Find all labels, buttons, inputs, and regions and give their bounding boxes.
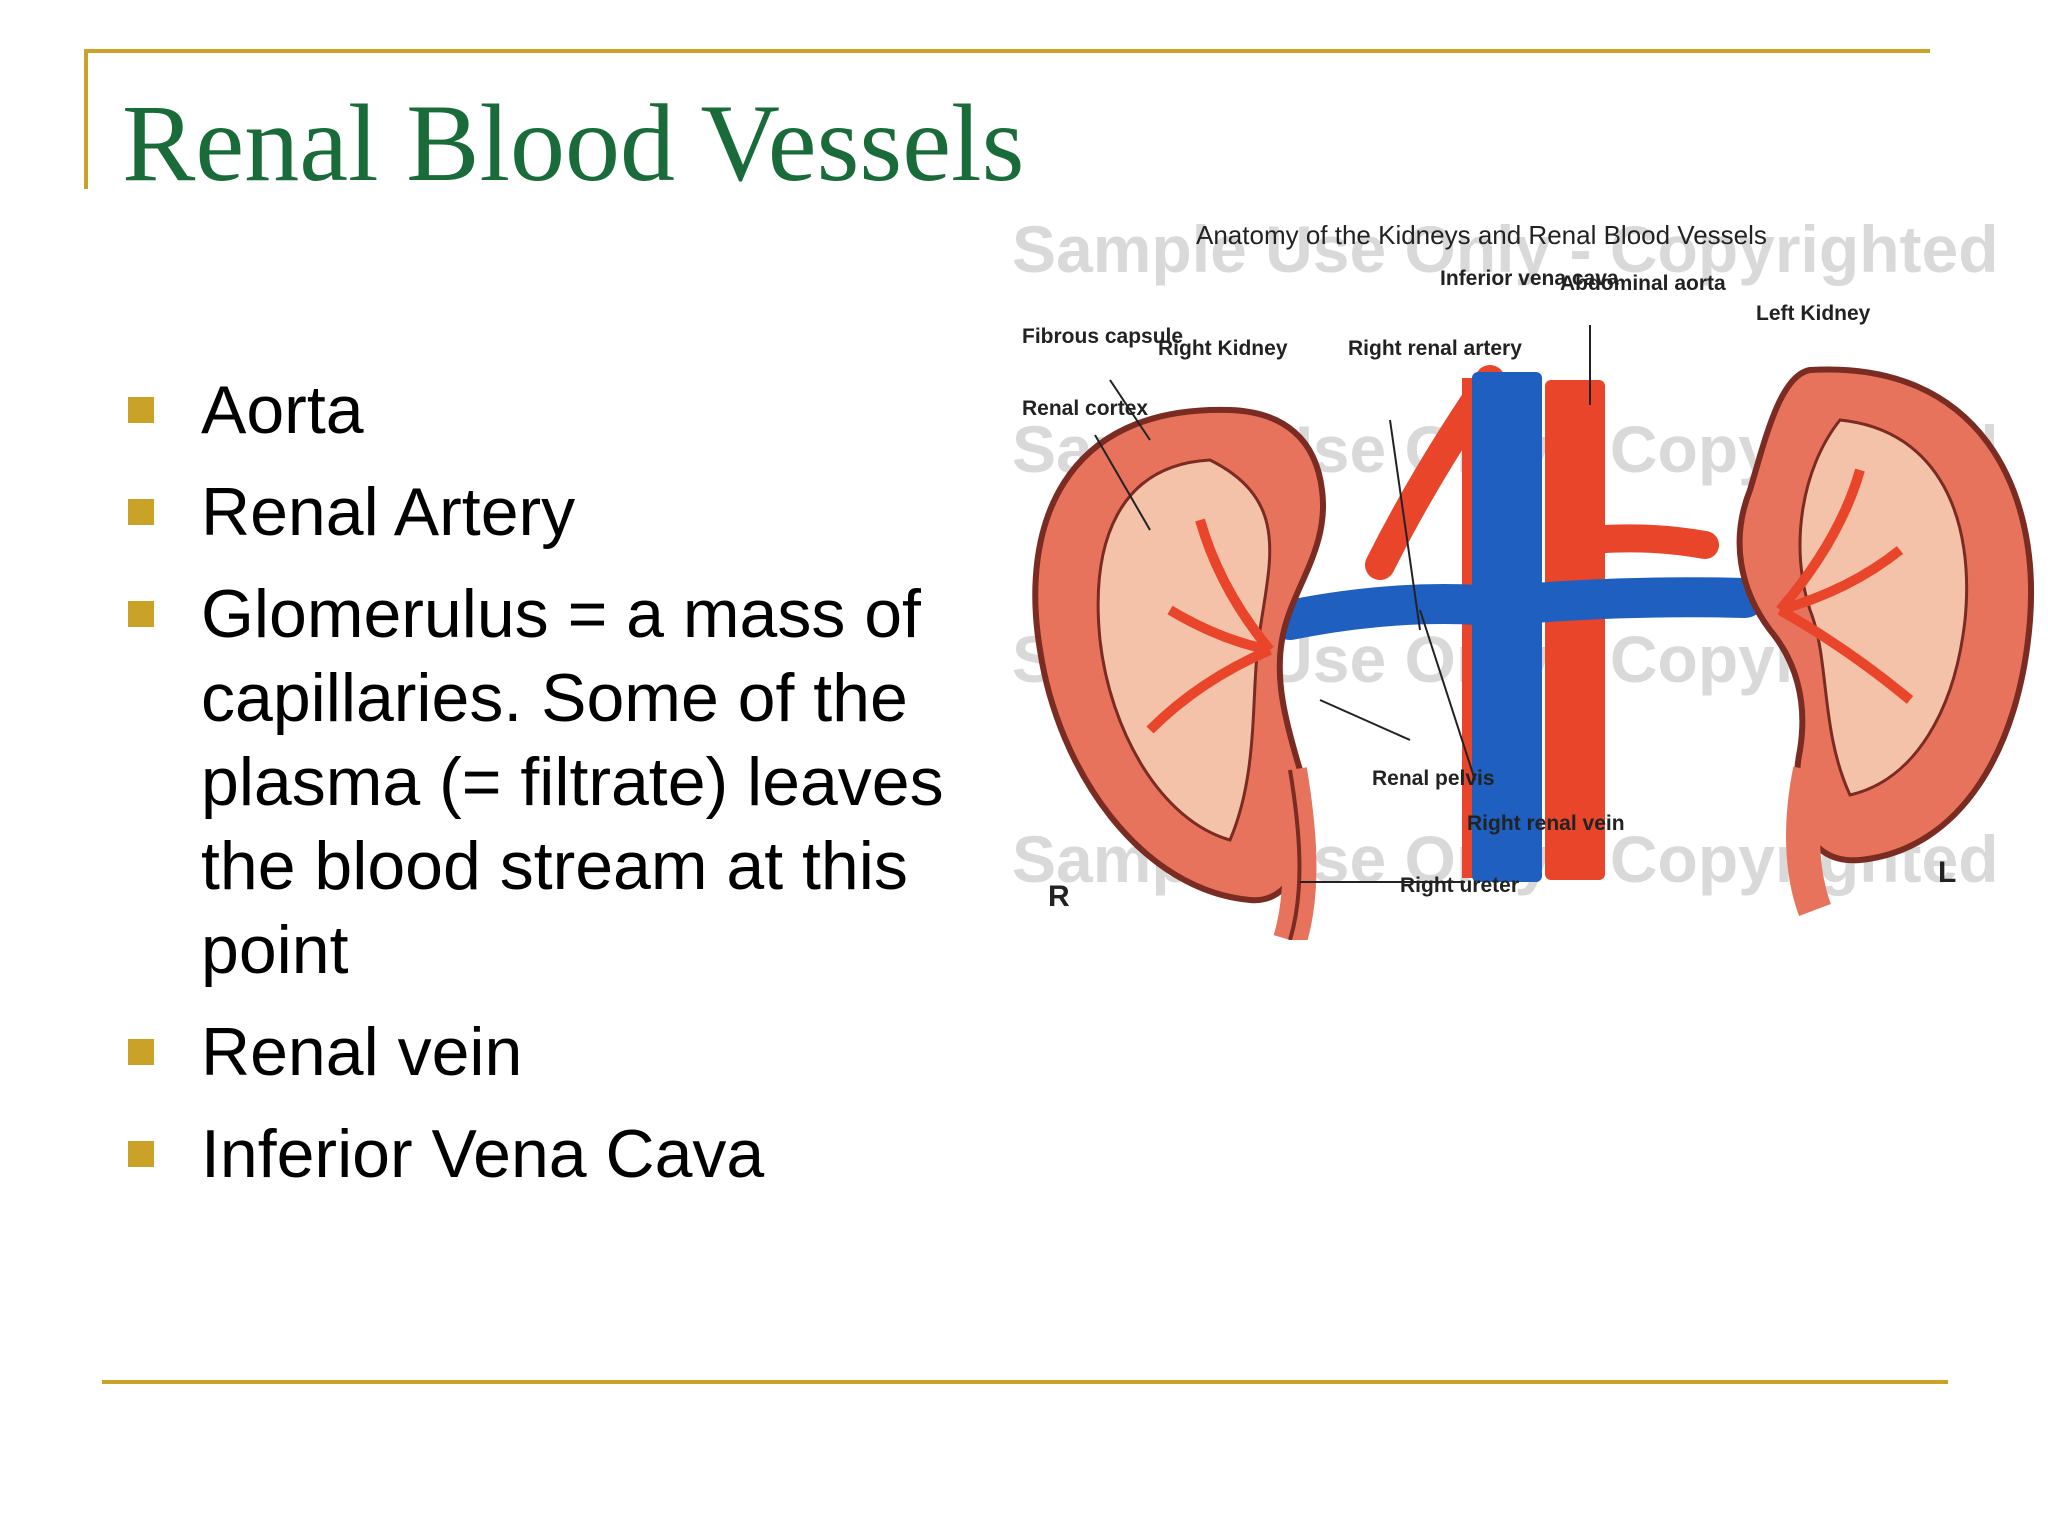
diagram-title: Anatomy of the Kidneys and Renal Blood V… [1196,220,1767,250]
right-kidney-medulla [1096,458,1272,842]
label-renal-pelvis: Renal pelvis [1372,767,1495,790]
left-renal-vein-vessel [1490,577,1765,625]
inferior-vena-cava-vessel [1472,372,1542,882]
abdominal-aorta-vessel [1545,380,1605,880]
bullet-text: Aorta [201,372,364,448]
bullet-item: Renal Artery [125,470,985,554]
bullet-text: Glomerulus = a mass of capillaries. Some… [201,576,944,988]
square-bullet-icon [128,1039,154,1065]
label-right-renal-artery: Right renal artery [1348,337,1522,360]
label-right-kidney: Right Kidney [1158,337,1288,360]
bullet-text: Renal vein [201,1014,523,1090]
slide-title: Renal Blood Vessels [122,82,1025,204]
left-kidney-arteries [1776,468,1914,704]
right-renal-vein-vessel [1270,584,1500,640]
label-group: Anatomy of the Kidneys and Renal Blood V… [1022,220,1956,913]
bullet-item: Inferior Vena Cava [125,1112,985,1196]
square-bullet-icon [128,1141,154,1167]
left-renal-artery-vessel [1576,524,1719,559]
bullet-text: Inferior Vena Cava [201,1116,765,1192]
leader-lines [1094,325,1591,883]
label-inferior-vena-cava: Inferior vena cava [1440,267,1619,290]
kidney-diagram: Sample Use Only - Copyrighted Sample Use… [1000,210,2040,940]
right-ureter-outline [1288,769,1302,940]
top-rule [84,49,1930,53]
bottom-rule [102,1380,1948,1384]
label-right-ureter: Right ureter [1400,874,1519,897]
bullet-item: Glomerulus = a mass of capillaries. Some… [125,572,985,992]
label-renal-cortex: Renal cortex [1022,397,1148,420]
left-rule [84,49,88,189]
label-abdominal-aorta: Abdominal aorta [1560,272,1726,295]
bullet-item: Aorta [125,368,985,452]
label-left-kidney: Left Kidney [1756,302,1871,325]
bullet-item: Renal vein [125,1010,985,1094]
bullet-list: Aorta Renal Artery Glomerulus = a mass o… [125,368,985,1214]
square-bullet-icon [128,397,154,423]
label-l-marker: L [1938,856,1956,889]
watermark-text: Sample Use Only - Copyrighted [1012,212,1999,286]
label-r-marker: R [1048,880,1070,913]
square-bullet-icon [128,601,154,627]
label-fibrous-capsule: Fibrous capsule [1022,325,1183,348]
square-bullet-icon [128,499,154,525]
bullet-text: Renal Artery [201,474,576,550]
label-right-renal-vein: Right renal vein [1467,812,1625,835]
kidney-diagram-svg: Sample Use Only - Copyrighted Sample Use… [1012,212,2034,940]
left-ureter-vessel [1786,766,1832,916]
right-kidney-arteries [1146,518,1274,734]
